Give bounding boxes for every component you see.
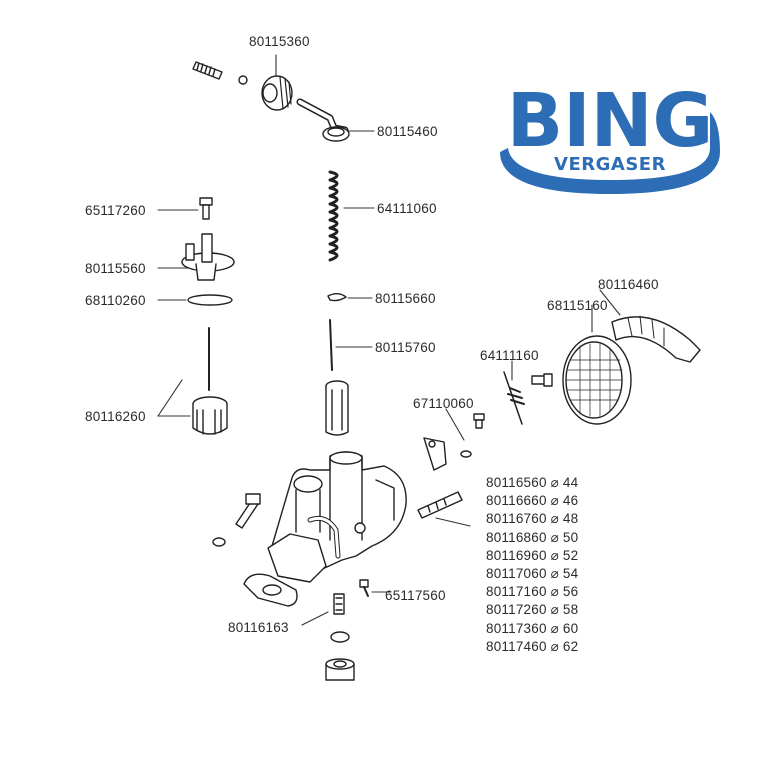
label-80116163: 80116163 xyxy=(228,620,289,635)
main-jet xyxy=(333,593,345,615)
o-ring xyxy=(187,294,233,306)
fuel-inlet xyxy=(296,98,350,142)
label-80115460: 80115460 xyxy=(377,124,438,139)
label-80116460: 80116460 xyxy=(598,277,659,292)
jet-size-row: 80117060 ⌀ 54 xyxy=(486,566,579,582)
flange-gasket xyxy=(243,573,298,607)
choke-cup xyxy=(192,396,228,435)
throttle-slide xyxy=(325,380,349,436)
jet-size-row: 80116560 ⌀ 44 xyxy=(486,475,579,490)
carburetor-body xyxy=(267,451,407,583)
label-65117560: 65117560 xyxy=(385,588,446,603)
jet-size-row: 80116760 ⌀ 48 xyxy=(486,511,579,527)
adjuster-screw xyxy=(192,61,248,85)
jet-size-row: 80117260 ⌀ 58 xyxy=(486,602,579,618)
jet-size-row: 80116860 ⌀ 50 xyxy=(486,529,579,545)
jet-size-row: 80117160 ⌀ 56 xyxy=(486,584,579,600)
label-80115360: 80115360 xyxy=(249,34,310,49)
jet-size-row: 80117360 ⌀ 60 xyxy=(486,620,579,636)
label-80115660: 80115660 xyxy=(375,291,436,306)
label-67110060: 67110060 xyxy=(413,396,474,411)
jet-bolt xyxy=(417,491,463,519)
label-68115160: 68115160 xyxy=(547,298,608,313)
float-bowl-nut xyxy=(325,658,355,681)
label-65117260: 65117260 xyxy=(85,203,146,218)
logo-brand: BING xyxy=(506,78,714,164)
lever-screw xyxy=(473,413,485,429)
mixture-screw xyxy=(359,579,369,597)
filter-spring xyxy=(503,371,553,425)
label-68110260: 68110260 xyxy=(85,293,146,308)
label-80116260: 80116260 xyxy=(85,409,146,424)
choke-lever xyxy=(423,437,472,471)
label-64111160: 64111160 xyxy=(480,348,539,363)
washer xyxy=(330,631,350,643)
jet-size-row: 80116660 ⌀ 46 xyxy=(486,493,579,509)
jet-size-row: 80117460 ⌀ 62 xyxy=(486,638,579,654)
knurled-nut xyxy=(261,75,293,111)
jet-size-list: 80116560 ⌀ 44 80116660 ⌀ 46 80116760 ⌀ 4… xyxy=(486,474,578,656)
logo-subtitle: VERGASER xyxy=(554,154,666,175)
top-cover xyxy=(181,233,235,281)
spring xyxy=(328,170,339,262)
air-filter xyxy=(562,335,632,425)
label-80115560: 80115560 xyxy=(85,261,146,276)
leader-lines xyxy=(157,54,621,626)
bing-logo: BING VERGASER xyxy=(496,78,724,200)
needle-clip xyxy=(327,293,347,302)
label-64111060: 64111060 xyxy=(377,201,437,216)
jet-size-row: 80116960 ⌀ 52 xyxy=(486,547,579,563)
idle-screw xyxy=(212,493,261,547)
label-80115760: 80115760 xyxy=(375,340,436,355)
filter-strap xyxy=(611,315,701,363)
small-screw xyxy=(199,197,213,220)
